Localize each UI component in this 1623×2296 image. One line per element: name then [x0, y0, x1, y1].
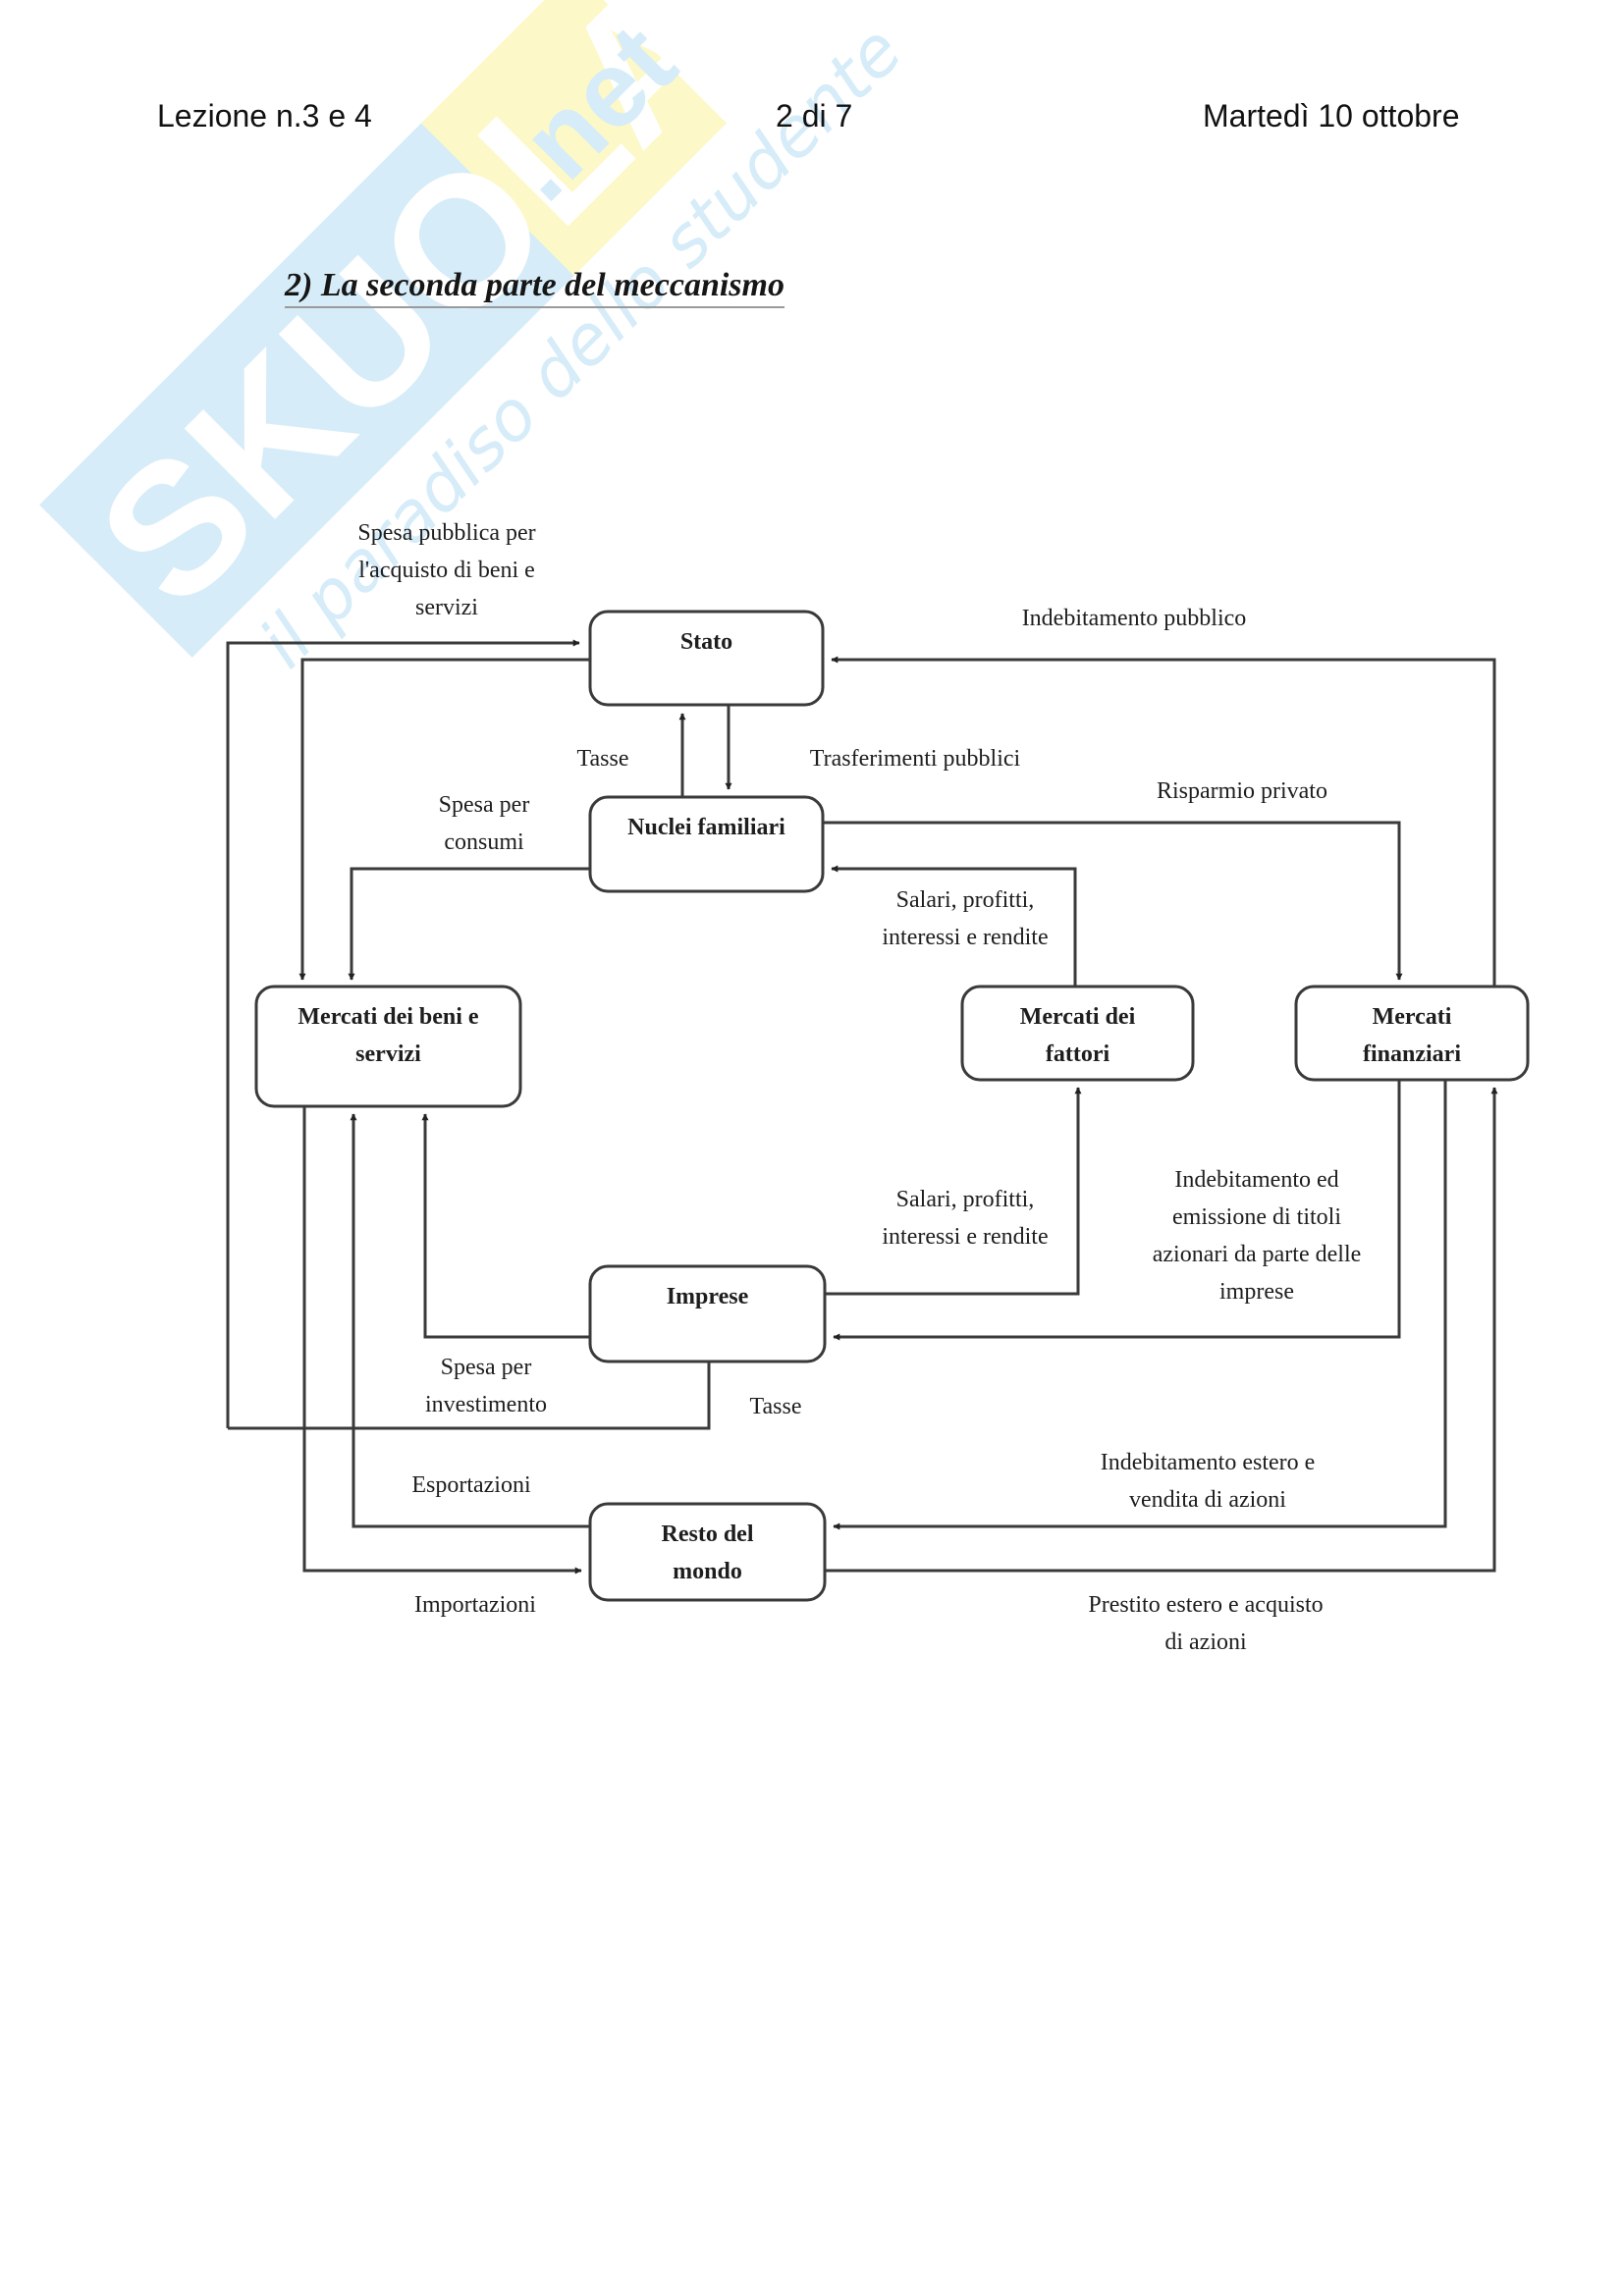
label-spesa-pubblica: Spesa pubblica per l'acquisto di beni e se… [357, 520, 535, 620]
flow-label-line: Trasferimenti pubblici [810, 746, 1021, 772]
node-label: fattori [1046, 1041, 1110, 1067]
flow-lines [226, 639, 1498, 1575]
node-resto: Resto del mondo [588, 1502, 827, 1602]
node-box [960, 985, 1195, 1082]
flow-tasse-imprese [228, 1362, 711, 1430]
node-stato: Stato [588, 610, 825, 707]
flow-label-line: interessi e rendite [882, 925, 1048, 950]
label-risparmio: Risparmio privato [1157, 778, 1327, 804]
flow-label-line: Importazioni [414, 1592, 536, 1618]
label-salari-nuclei: Salari, profitti, interessi e rendite [882, 887, 1048, 950]
label-spesa-investimento: Spesa per investimento [425, 1355, 547, 1417]
section-title: 2) La seconda parte del meccanismo [285, 267, 784, 308]
node-box [588, 795, 825, 893]
node-label: Mercati dei [1020, 1004, 1136, 1030]
flow-esportazioni [350, 1113, 590, 1528]
flow-label-line: Risparmio privato [1157, 778, 1327, 804]
flow-label-line: Spesa per [439, 792, 530, 818]
flow-label-line: Indebitamento estero e [1101, 1450, 1316, 1475]
node-box [588, 610, 825, 707]
label-importazioni: Importazioni [414, 1592, 536, 1618]
flow-stato-to-beni [298, 658, 590, 981]
label-trasferimenti: Trasferimenti pubblici [810, 746, 1021, 772]
flow-label-line: servizi [415, 595, 478, 620]
label-salari-imprese: Salari, profitti, interessi e rendite [882, 1187, 1048, 1250]
flow-salari-to-fattori [825, 1087, 1082, 1296]
node-box [588, 1264, 827, 1363]
node-beni: Mercati dei beni e servizi [254, 985, 522, 1108]
flow-label-line: Indebitamento ed [1174, 1167, 1338, 1193]
flow-label-line: azionari da parte delle [1153, 1242, 1362, 1267]
flow-spesa-consumi [348, 867, 590, 981]
label-indebitamento-estero: Indebitamento estero e vendita di azioni [1101, 1450, 1316, 1513]
flow-label-line: Esportazioni [411, 1472, 531, 1498]
flow-importazioni [302, 1106, 582, 1575]
node-label: Resto del [662, 1522, 754, 1547]
label-indebitamento-pubblico: Indebitamento pubblico [1022, 606, 1247, 631]
flow-label-line: Spesa per [441, 1355, 532, 1380]
node-box [1294, 985, 1530, 1082]
node-nuclei: Nuclei familiari [588, 795, 825, 893]
flow-label-line: di azioni [1164, 1629, 1247, 1655]
flow-prestito-estero [825, 1087, 1498, 1573]
flow-label-line: Tasse [577, 746, 629, 772]
node-label: mondo [673, 1559, 742, 1584]
flow-label-line: Spesa pubblica per [357, 520, 535, 546]
flow-label-line: interessi e rendite [882, 1224, 1048, 1250]
flow-labels: Spesa pubblica per l'acquisto di beni e se… [357, 520, 1361, 1655]
flow-label-line: Salari, profitti, [896, 887, 1035, 913]
flow-risparmio [823, 821, 1403, 981]
flow-salari-to-nuclei [831, 865, 1077, 987]
flow-spesa-investimento [421, 1113, 590, 1339]
flow-label-line: Indebitamento pubblico [1022, 606, 1247, 631]
node-box [588, 1502, 827, 1602]
header-date: Martedì 10 ottobre [1203, 98, 1460, 133]
flow-spesa-pubblica [226, 639, 580, 1428]
node-imprese: Imprese [588, 1264, 827, 1363]
label-esportazioni: Esportazioni [411, 1472, 531, 1498]
flow-indebitamento-imprese [833, 1080, 1401, 1341]
header-page-number: 2 di 7 [776, 98, 853, 133]
flow-label-line: Salari, profitti, [896, 1187, 1035, 1212]
flow-label-line: consumi [444, 829, 524, 855]
node-label: Stato [680, 629, 732, 655]
label-tasse-imprese: Tasse [750, 1394, 802, 1419]
node-box [254, 985, 522, 1108]
flow-label-line: imprese [1219, 1279, 1294, 1305]
flow-label-line: Prestito estero e acquisto [1088, 1592, 1323, 1618]
flow-label-line: investimento [425, 1392, 547, 1417]
node-label: Mercati dei beni e [298, 1004, 479, 1030]
header-lesson: Lezione n.3 e 4 [157, 98, 372, 133]
label-prestito-estero: Prestito estero e acquisto di azioni [1088, 1592, 1323, 1655]
node-label: finanziari [1363, 1041, 1461, 1067]
flow-label-line: l'acquisto di beni e [358, 558, 535, 583]
flow-indebitamento-pubblico [831, 656, 1496, 987]
node-label: Nuclei familiari [627, 815, 785, 840]
flow-label-line: vendita di azioni [1129, 1487, 1286, 1513]
node-label: servizi [355, 1041, 421, 1067]
flow-label-line: emissione di titoli [1172, 1204, 1341, 1230]
label-spesa-consumi: Spesa per consumi [439, 792, 530, 855]
flow-indebitamento-estero [833, 1080, 1447, 1530]
label-indebitamento-imprese: Indebitamento ed emissione di titoli azion… [1153, 1167, 1362, 1305]
node-finanziari: Mercati finanziari [1294, 985, 1530, 1082]
node-label: Mercati [1373, 1004, 1452, 1030]
node-label: Imprese [667, 1284, 749, 1309]
flow-label-line: Tasse [750, 1394, 802, 1419]
node-fattori: Mercati dei fattori [960, 985, 1195, 1082]
label-tasse-nuclei: Tasse [577, 746, 629, 772]
